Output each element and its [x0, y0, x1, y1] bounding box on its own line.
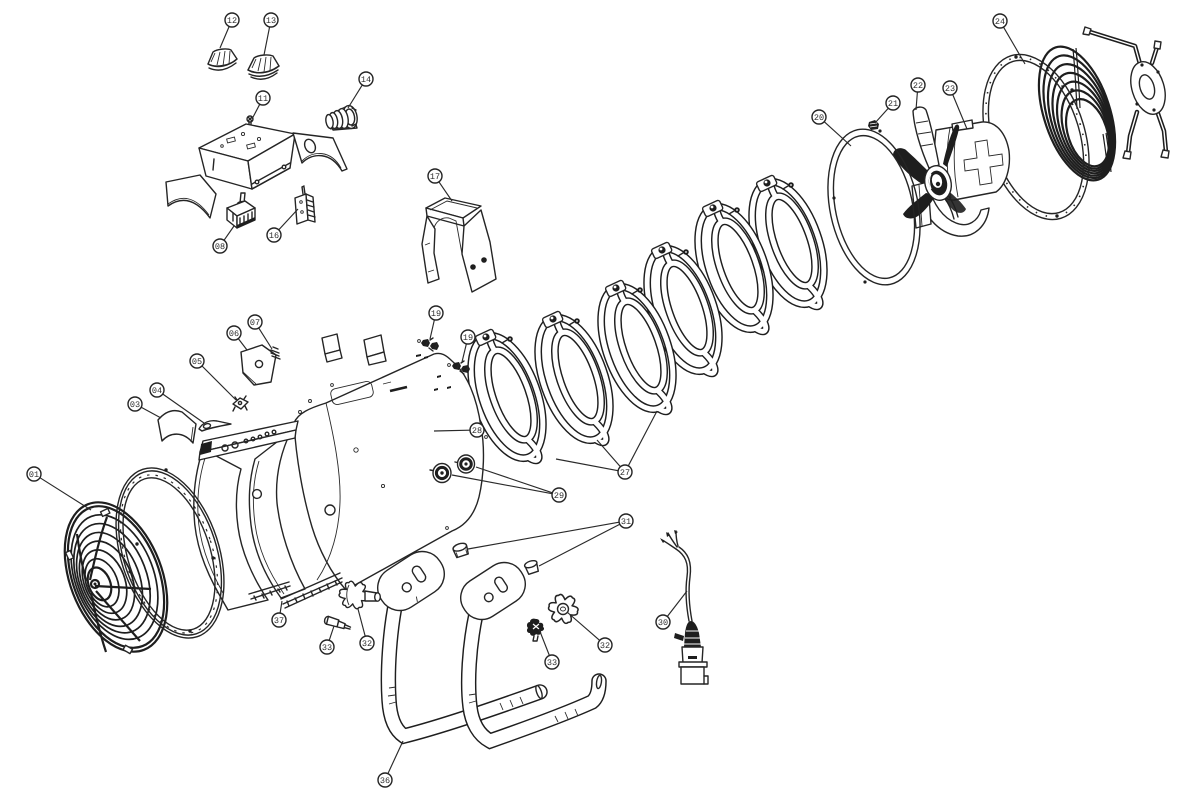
svg-text:28: 28: [472, 426, 482, 436]
svg-text:03: 03: [130, 400, 140, 410]
svg-text:36: 36: [380, 776, 390, 786]
svg-text:14: 14: [361, 75, 371, 85]
svg-text:33: 33: [322, 643, 332, 653]
svg-text:19: 19: [431, 309, 441, 319]
svg-text:33: 33: [547, 658, 557, 668]
svg-text:32: 32: [600, 641, 610, 651]
svg-text:31: 31: [621, 517, 631, 527]
svg-text:29: 29: [554, 491, 564, 501]
svg-text:12: 12: [227, 16, 237, 26]
svg-text:04: 04: [152, 386, 162, 396]
svg-text:06: 06: [229, 329, 239, 339]
svg-text:32: 32: [362, 639, 372, 649]
svg-text:20: 20: [814, 113, 824, 123]
svg-text:24: 24: [995, 17, 1005, 27]
svg-text:30: 30: [658, 618, 668, 628]
svg-text:37: 37: [274, 616, 284, 626]
svg-text:13: 13: [266, 16, 276, 26]
svg-text:21: 21: [888, 99, 898, 109]
svg-text:08: 08: [215, 242, 225, 252]
svg-text:22: 22: [913, 81, 923, 91]
svg-text:17: 17: [430, 172, 440, 182]
svg-text:19: 19: [463, 333, 473, 343]
svg-text:01: 01: [29, 470, 39, 480]
svg-text:07: 07: [250, 318, 260, 328]
svg-text:27: 27: [620, 468, 630, 478]
svg-text:16: 16: [269, 231, 279, 241]
svg-text:05: 05: [192, 357, 202, 367]
svg-text:11: 11: [258, 94, 268, 104]
svg-text:23: 23: [945, 84, 955, 94]
